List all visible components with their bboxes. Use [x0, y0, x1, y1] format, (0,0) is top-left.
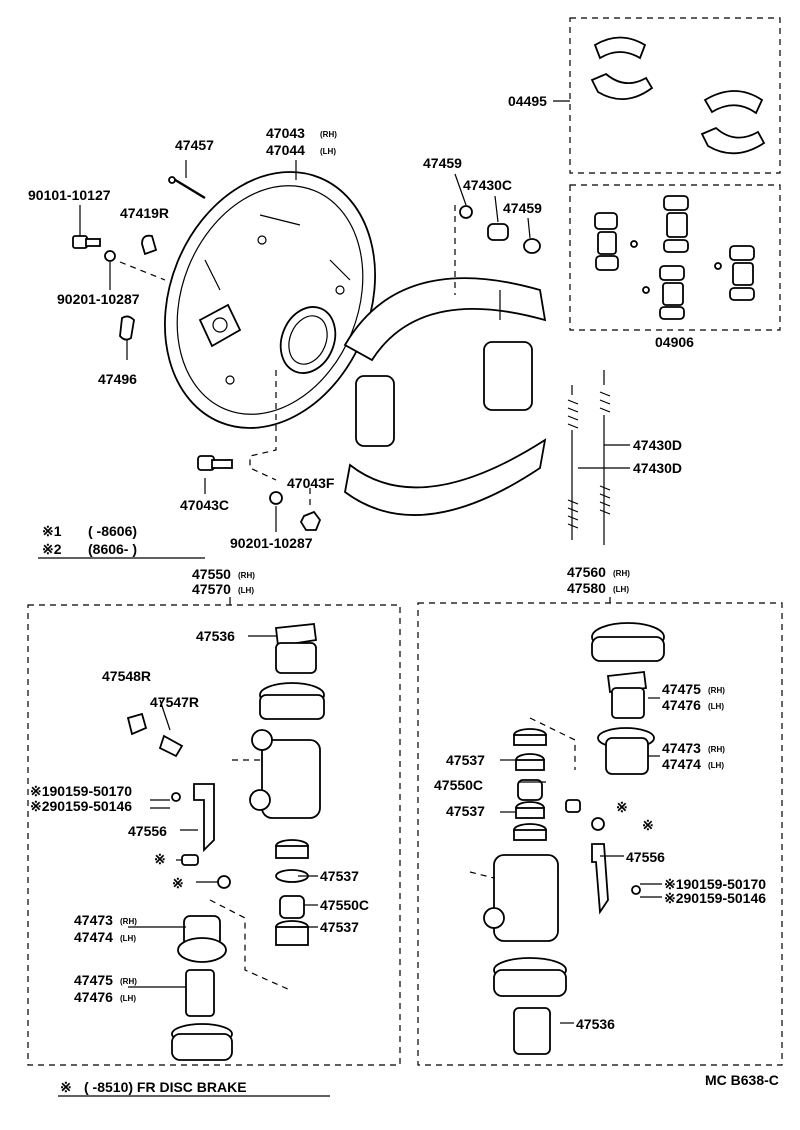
cylinder-kit-box — [569, 184, 781, 331]
label-left-bolt-b: ※290159-50146 — [30, 798, 132, 814]
label-47459-a: 47459 — [423, 155, 462, 171]
washer-90201-illustration — [104, 250, 116, 262]
label-left-47556: 47556 — [128, 823, 167, 839]
label-right-47475-suffix: (RH) — [708, 686, 725, 695]
footer-note: ( -8510) FR DISC BRAKE — [84, 1079, 247, 1095]
brake-shoes-illustration — [343, 277, 547, 516]
label-left-47475: 47475 — [74, 972, 113, 988]
label-left-47475-suffix: (RH) — [120, 977, 137, 986]
label-47560-rh-suffix: (RH) — [613, 569, 630, 578]
washer-lower-illustration — [269, 491, 283, 505]
label-47457: 47457 — [175, 137, 214, 153]
label-47570-lh: 47570 — [192, 581, 231, 597]
label-right-bolt-b: ※290159-50146 — [664, 890, 766, 906]
label-47580-lh-suffix: (LH) — [613, 585, 629, 594]
left-cylinder-parts-illustration — [126, 623, 325, 1061]
label-04495: 04495 — [508, 93, 547, 109]
bolt-90101-illustration — [72, 235, 101, 249]
label-left-47537-b: 47537 — [320, 919, 359, 935]
label-right-bolt-a: ※190159-50170 — [664, 876, 766, 892]
shoe-kit-box — [569, 17, 781, 174]
kit-shoe-illustration — [590, 36, 766, 155]
note1-mark: ※1 — [42, 523, 62, 539]
label-04906: 04906 — [655, 334, 694, 350]
label-90101-10127: 90101-10127 — [28, 187, 111, 203]
label-47580-lh: 47580 — [567, 580, 606, 596]
label-left-47536: 47536 — [196, 628, 235, 644]
bolt-47043c-illustration — [197, 455, 233, 471]
label-left-bolt-a: ※190159-50170 — [30, 783, 132, 799]
label-47560-rh: 47560 — [567, 564, 606, 580]
label-right-asterisk-1: ※ — [616, 799, 628, 815]
label-right-47473: 47473 — [662, 740, 701, 756]
label-left-47537-a: 47537 — [320, 868, 359, 884]
return-springs-illustration — [567, 370, 611, 545]
label-47550-rh-suffix: (RH) — [238, 571, 255, 580]
label-47550-rh: 47550 — [192, 566, 231, 582]
label-right-47550c: 47550C — [434, 777, 483, 793]
left-cylinder-box — [27, 604, 401, 1066]
cup-47459-left-illustration — [459, 205, 473, 219]
label-right-47476: 47476 — [662, 697, 701, 713]
label-right-47536: 47536 — [576, 1016, 615, 1032]
label-47496: 47496 — [98, 371, 137, 387]
note2-mark: ※2 — [42, 541, 62, 557]
label-left-47548r: 47548R — [102, 668, 151, 684]
label-left-47473: 47473 — [74, 912, 113, 928]
spring-47430c-illustration — [487, 223, 509, 241]
label-right-asterisk-2: ※ — [642, 817, 654, 833]
drawing-code: MC B638-C — [705, 1072, 779, 1088]
note1-text: ( -8606) — [88, 523, 137, 539]
label-left-47474: 47474 — [74, 929, 113, 945]
note2-text: (8606- ) — [88, 541, 137, 557]
label-left-47547r: 47547R — [150, 694, 199, 710]
label-47430d-1: 47430D — [633, 437, 682, 453]
label-right-47474: 47474 — [662, 756, 701, 772]
label-47570-lh-suffix: (LH) — [238, 586, 254, 595]
right-cylinder-parts-illustration — [483, 622, 665, 1055]
label-90201-10287-lower: 90201-10287 — [230, 535, 313, 551]
label-47044-lh-suffix: (LH) — [320, 147, 336, 156]
label-left-47476: 47476 — [74, 989, 113, 1005]
label-left-47473-suffix: (RH) — [120, 917, 137, 926]
label-left-47476-suffix: (LH) — [120, 994, 136, 1003]
right-cylinder-box — [417, 602, 783, 1066]
footer-mark: ※ — [60, 1079, 72, 1095]
plug-47419r-illustration — [141, 234, 158, 256]
label-47043-rh: 47043 — [266, 125, 305, 141]
label-47430c: 47430C — [463, 177, 512, 193]
label-47419r: 47419R — [120, 205, 169, 221]
grommet-47496-illustration — [119, 315, 135, 341]
label-right-47475: 47475 — [662, 681, 701, 697]
label-47043c: 47043C — [180, 497, 229, 513]
label-right-47537-b: 47537 — [446, 803, 485, 819]
label-right-47537-a: 47537 — [446, 752, 485, 768]
label-47043f: 47043F — [287, 475, 335, 491]
label-47044-lh: 47044 — [266, 142, 305, 158]
label-right-47473-suffix: (RH) — [708, 745, 725, 754]
label-left-asterisk-1: ※ — [154, 851, 166, 867]
label-left-47550c: 47550C — [320, 897, 369, 913]
label-47459-b: 47459 — [503, 200, 542, 216]
label-90201-10287-upper: 90201-10287 — [57, 291, 140, 307]
label-right-47556: 47556 — [626, 849, 665, 865]
nut-47043f-illustration — [299, 510, 322, 531]
kit-cylinder-parts-illustration — [594, 195, 755, 320]
pin-47457-illustration — [171, 176, 206, 200]
label-right-47474-suffix: (LH) — [708, 761, 724, 770]
label-47430d-2: 47430D — [633, 460, 682, 476]
cup-47459-right-illustration — [523, 238, 541, 254]
label-right-47476-suffix: (LH) — [708, 702, 724, 711]
label-left-asterisk-2: ※ — [172, 875, 184, 891]
label-left-47474-suffix: (LH) — [120, 934, 136, 943]
label-47043-rh-suffix: (RH) — [320, 130, 337, 139]
